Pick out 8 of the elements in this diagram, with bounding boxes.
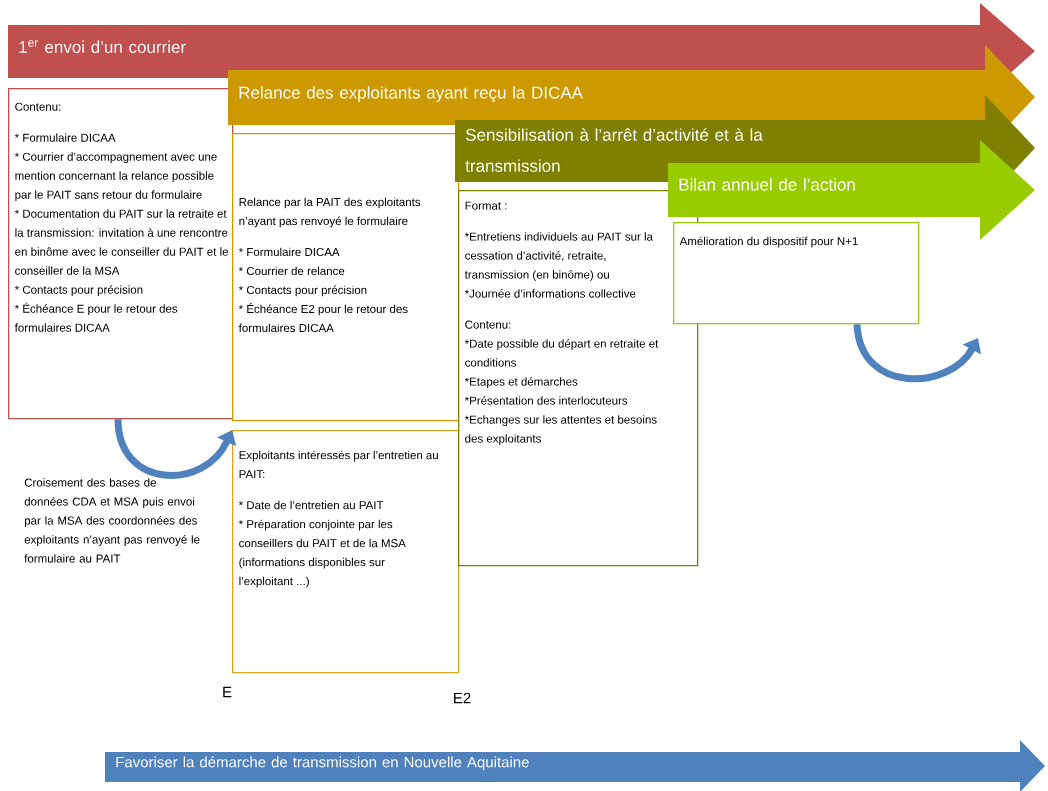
text-box: Amélioration du dispositif pour N+1 — [673, 222, 920, 325]
edge-label: Croisement des bases de données CDA et MSA puis envoi par la MSA des coordonnées des exploitants n’ayant pas renvoyé le formulaire au PAIT — [24, 478, 200, 563]
arrow-band: Favoriser la démarche de transmission en Nouvelle Aquitaine — [105, 740, 1045, 791]
text-box: Contenu: * Formulaire DICAA * Courrier d’accompagnement avec une mention concernant la relance possible par le PAIT sans retour du formulaire * Documentation du PAIT sur la retraite et la transmission: invitation à une rencontre en binôme avec le conseiller du PAIT et le conseiller de la MSA * Contacts pour précision * Échéance E pour le retour des formulaires DICAA — [8, 88, 234, 420]
text-box: Relance par la PAIT des exploitants n’ayant pas renvoyé le formulaire * Formulaire DICAA * Courrier de relance * Contacts pour précision * Échéance E2 pour le retour des formulaires DICAA — [232, 133, 460, 422]
milestone-label: E2 — [454, 692, 471, 704]
text-box: Exploitants intéressés par l’entretien au PAIT: * Date de l’entretien au PAIT * Préparation conjointe par les conseillers du PAIT et de la MSA (informations disponibles sur l’exploitant ...) — [232, 430, 460, 674]
milestone-label: E — [223, 686, 232, 698]
